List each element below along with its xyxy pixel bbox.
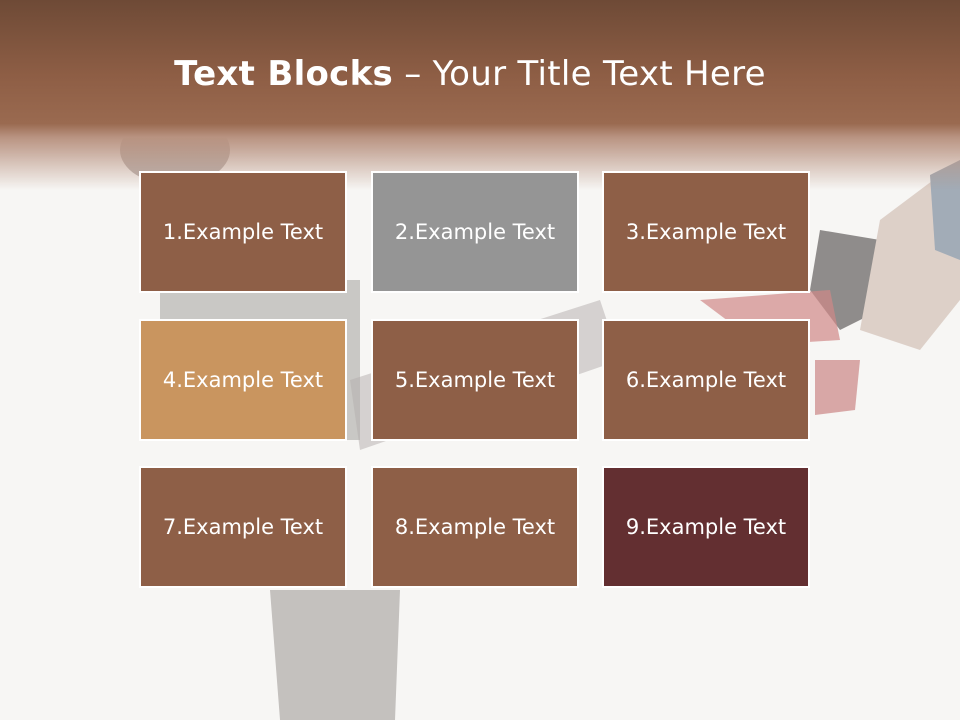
text-block-label: 3.Example Text (625, 220, 787, 244)
slide-title: Text Blocks – Your Title Text Here (0, 54, 940, 94)
text-block-8[interactable]: 8.Example Text (371, 466, 579, 588)
text-block-label: 9.Example Text (625, 515, 787, 539)
title-rest-part: Your Title Text Here (432, 54, 766, 94)
text-block-label: 4.Example Text (162, 368, 324, 392)
text-block-3[interactable]: 3.Example Text (602, 171, 810, 293)
text-block-label: 2.Example Text (394, 220, 556, 244)
text-block-label: 5.Example Text (394, 368, 556, 392)
text-block-5[interactable]: 5.Example Text (371, 319, 579, 441)
text-block-2[interactable]: 2.Example Text (371, 171, 579, 293)
title-banner (0, 0, 960, 190)
text-block-label: 7.Example Text (162, 515, 324, 539)
text-block-label: 6.Example Text (625, 368, 787, 392)
text-block-label: 8.Example Text (394, 515, 556, 539)
text-block-7[interactable]: 7.Example Text (139, 466, 347, 588)
text-block-4[interactable]: 4.Example Text (139, 319, 347, 441)
title-bold-part: Text Blocks (174, 54, 394, 94)
text-block-1[interactable]: 1.Example Text (139, 171, 347, 293)
title-dash: – (404, 54, 422, 94)
text-block-label: 1.Example Text (162, 220, 324, 244)
text-block-9[interactable]: 9.Example Text (602, 466, 810, 588)
text-block-6[interactable]: 6.Example Text (602, 319, 810, 441)
